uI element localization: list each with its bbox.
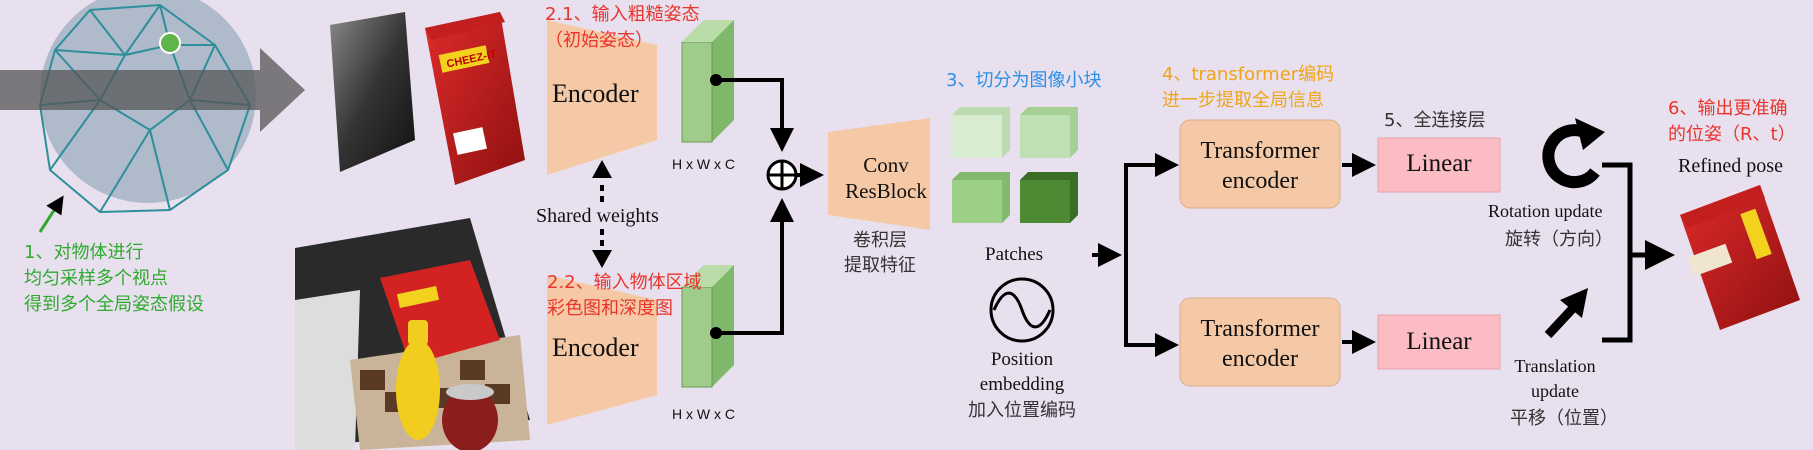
step2-1-line2: （初始姿态） [545,30,653,51]
rendered-object-image: CHEEZ-IT [425,12,525,185]
rotation-caption: 旋转（方向） [1505,229,1613,250]
transformer-top-label: Transformer encoder [1180,136,1340,196]
conv-resblock-shape [828,118,930,230]
position-embedding-icon [989,277,1055,343]
step6-line1: 6、输出更准确 [1668,98,1788,119]
transformer-top-line1: Transformer [1200,138,1320,164]
transformer-bottom-label: Transformer encoder [1180,314,1340,374]
step1-arrow [38,195,64,233]
step5-text: 5、全连接层 [1384,110,1486,131]
patch-grid [952,107,1078,223]
step1-line2: 均匀采样多个视点 [24,268,168,289]
conv-label-line2: ResBlock [845,179,927,203]
position-embedding-line1: Position [990,349,1054,370]
step2-1-text: 2.1、输入粗糙姿态 （初始姿态） [545,2,700,54]
linear-bottom-label: Linear [1406,328,1472,355]
translation-line2: update [1531,381,1579,401]
feature-bottom-label: H x W x C [672,406,735,422]
conv-caption-line1: 卷积层 [853,230,907,251]
rendered-depth-image [330,12,415,172]
shared-weights-label: Shared weights [536,204,659,229]
step2-1-line1: 2.1、输入粗糙姿态 [545,4,700,25]
linear-top-label: Linear [1406,150,1472,177]
position-embedding-line2: embedding [979,374,1065,395]
input-scene-image [295,218,530,450]
step4-text: 4、transformer编码 进一步提取全局信息 [1162,62,1334,114]
step1-line3: 得到多个全局姿态假设 [24,294,204,315]
encoder-bottom-shape [547,275,657,425]
feature-map-top [681,20,734,143]
conv-caption-line2: 提取特征 [844,255,916,276]
transformer-bottom-line1: Transformer [1200,316,1320,342]
encoder-top-shape [547,20,657,175]
sampling-arrow [0,48,305,132]
translation-update-label: Translation update [1500,354,1610,404]
step2-2-text: 2.2、输入物体区域 彩色图和深度图 [547,270,702,322]
encoder-bottom-label: Encoder [552,333,639,362]
rotation-update-label: Rotation update [1488,201,1603,221]
linear-bottom-shape [1377,314,1501,370]
transformer-bottom-shape [1179,297,1341,387]
sum-node [766,159,798,191]
transformer-top-line2: encoder [1222,168,1298,194]
step4-line2: 进一步提取全局信息 [1162,90,1324,111]
refined-pose-label: Refined pose [1678,155,1783,177]
step6-line2: 的位姿（R、t） [1668,124,1796,145]
step4-line1: 4、transformer编码 [1162,64,1335,85]
rotation-icon [1542,118,1605,189]
conv-caption: 卷积层 提取特征 [840,228,920,278]
conv-resblock-label: Conv ResBlock [842,152,930,204]
patches-label: Patches [985,244,1044,265]
conv-label-line1: Conv [863,153,909,177]
transformer-top-shape [1179,119,1341,209]
feature-top-label: H x W x C [672,156,735,172]
translation-caption: 平移（位置） [1510,408,1618,429]
position-embedding-label: Position embedding [972,347,1072,397]
refined-pose-image [1680,185,1800,330]
translation-icon [1544,302,1579,339]
linear-top-shape [1377,137,1501,193]
step2-2-line2: 彩色图和深度图 [547,298,673,319]
step1-line1: 1、对物体进行 [24,242,144,263]
step6-text: 6、输出更准确 的位姿（R、t） [1668,96,1796,148]
feature-map-bottom [681,265,734,388]
encoder-top-label: Encoder [552,79,639,108]
step1-text: 1、对物体进行 均匀采样多个视点 得到多个全局姿态假设 [24,240,204,318]
transformer-bottom-line2: encoder [1222,346,1298,372]
step2-2-line1: 2.2、输入物体区域 [547,272,702,293]
step3-text: 3、切分为图像小块 [946,70,1102,91]
position-caption: 加入位置编码 [968,400,1076,421]
translation-line1: Translation [1514,356,1596,376]
